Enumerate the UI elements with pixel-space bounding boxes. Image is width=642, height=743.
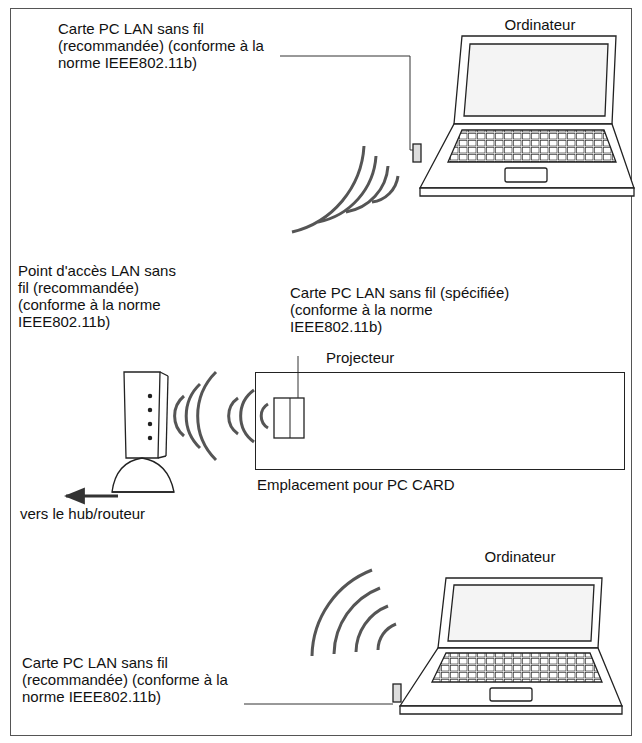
wireless-waves: [175, 372, 268, 460]
projector-box: Projecteur: [255, 372, 625, 470]
uplink-label: vers le hub/routeur: [20, 505, 220, 522]
wireless-waves: [292, 146, 398, 232]
pc-card: [274, 398, 304, 438]
card-label: Carte PC LAN sans fil (recommandée) (con…: [58, 20, 276, 71]
wireless-waves: [312, 570, 396, 656]
laptop-node: Ordinateur: [455, 12, 625, 202]
laptop-top: [413, 36, 634, 196]
laptop-node: Ordinateur: [425, 545, 615, 717]
access-point: [112, 372, 174, 492]
node-heading: Ordinateur: [455, 16, 625, 33]
access-point-label: Point d'accès LAN sans fil (recommandée)…: [18, 262, 190, 330]
card-label: Carte PC LAN sans fil (spécifiée) (confo…: [290, 284, 522, 335]
laptop-bottom: [393, 578, 622, 714]
node-heading: Projecteur: [326, 349, 394, 366]
frame: [11, 9, 632, 736]
slot-label: Emplacement pour PC CARD: [257, 476, 517, 493]
card-label: Carte PC LAN sans fil (recommandée) (con…: [22, 654, 240, 705]
leader-line: [244, 56, 413, 704]
node-heading: Ordinateur: [425, 548, 615, 565]
card-edge: [290, 398, 291, 438]
uplink-arrow: [66, 495, 118, 498]
